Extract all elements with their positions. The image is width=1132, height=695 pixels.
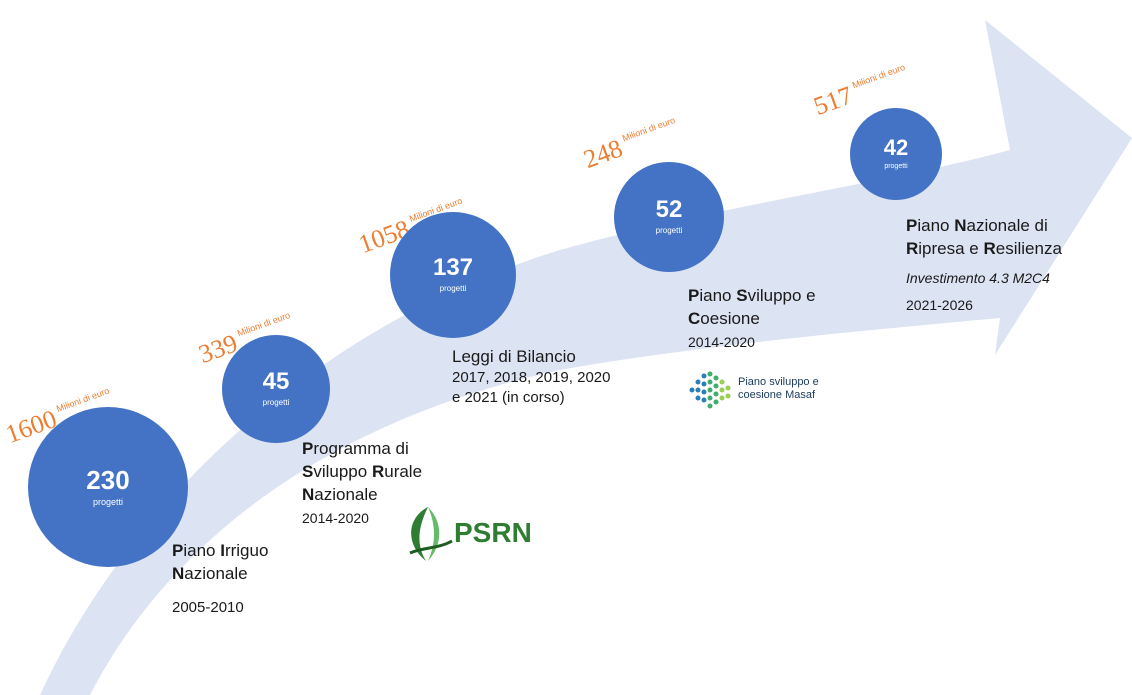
title-line-2: 2017, 2018, 2019, 2020: [452, 369, 611, 387]
years: 2005-2010: [172, 598, 244, 616]
projects-unit: progetti: [884, 162, 908, 170]
psrn-logo-text: PSRN: [454, 517, 532, 548]
subtitle: Investimento 4.3 M2C4: [906, 269, 1050, 286]
projects-bubble-42: 42 progetti: [850, 108, 942, 200]
masaf-logo: Piano sviluppo e coesione Masaf: [686, 366, 876, 414]
title-line-3: e 2021 (in corso): [452, 388, 565, 406]
label-leggi-bilancio: Leggi di Bilancio 2017, 2018, 2019, 2020…: [452, 346, 610, 407]
years: 2014-2020: [688, 333, 755, 350]
arrow-shape: [40, 20, 1132, 695]
projects-unit: progetti: [439, 284, 467, 294]
projects-count: 45: [262, 368, 290, 396]
title-line-2: Sviluppo Rurale: [302, 461, 423, 481]
masaf-dots-icon: [689, 371, 731, 409]
label-psrn: Programma di Sviluppo Rurale Nazionale 2…: [302, 438, 422, 528]
masaf-logo-line-2: coesione Masaf: [738, 389, 816, 402]
label-pnrr: Piano Nazionale di Ripresa e Resilienza …: [906, 215, 1062, 315]
title-line-2: Nazionale: [172, 563, 248, 583]
projects-bubble-52: 52 progetti: [614, 162, 724, 272]
title-line-1: Leggi di Bilancio: [452, 347, 576, 366]
title-line-1: Piano Nazionale di: [906, 216, 1048, 235]
psrn-leaf-icon: [409, 507, 453, 561]
projects-count: 42: [883, 134, 909, 160]
years: 2021-2026: [906, 296, 973, 313]
projects-unit: progetti: [92, 496, 124, 507]
projects-count: 230: [86, 464, 130, 495]
projects-bubble-230: 230 progetti: [28, 407, 188, 567]
projects-bubble-45: 45 progetti: [222, 335, 330, 443]
years: 2014-2020: [302, 509, 369, 526]
projects-count: 137: [432, 254, 474, 282]
projects-unit: progetti: [262, 398, 290, 408]
projects-bubble-137: 137 progetti: [390, 212, 516, 338]
label-piano-irriguo: Piano Irriguo Nazionale 2005-2010: [172, 540, 268, 618]
title-line-2: Coesione: [688, 308, 760, 328]
title-line-1: Piano Irriguo: [172, 541, 269, 560]
label-psc: Piano Sviluppo e Coesione 2014-2020: [688, 285, 816, 352]
title-line-1: Programma di: [302, 439, 409, 458]
title-line-3: Nazionale: [302, 484, 378, 504]
title-line-2: Ripresa e Resilienza: [906, 238, 1062, 258]
masaf-logo-line-1: Piano sviluppo e: [738, 376, 819, 388]
title-line-1: Piano Sviluppo e: [688, 286, 816, 305]
projects-count: 52: [655, 196, 683, 224]
projects-unit: progetti: [655, 226, 683, 236]
psrn-logo: PSRN: [398, 503, 532, 565]
